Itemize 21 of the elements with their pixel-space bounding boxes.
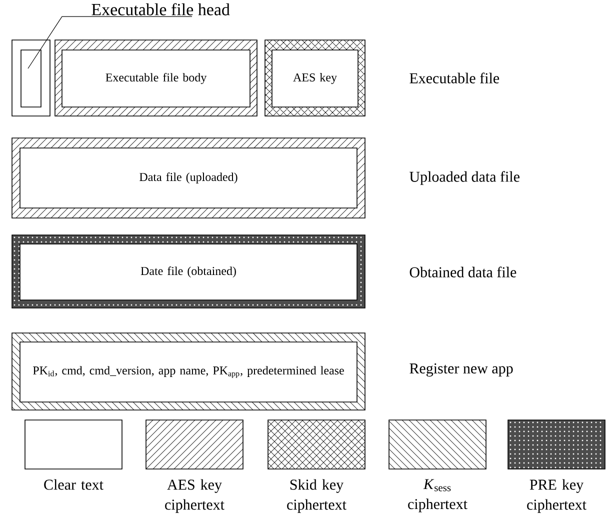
legend-text: Clear text	[44, 479, 104, 490]
content-box: Executable file body	[62, 50, 250, 108]
content-box: Data file (uploaded)	[20, 148, 358, 208]
hatched-frame	[12, 138, 366, 218]
leader-line	[28, 16, 192, 69]
crosshatched-frame	[264, 40, 366, 116]
legend-text: AES key ciphertext	[165, 479, 224, 513]
hatched-frame	[12, 332, 366, 410]
row-label: Executable file	[410, 72, 500, 84]
legend-text: K$_{sess}$ ciphertext	[408, 479, 468, 512]
row-label: Register new app	[410, 363, 513, 377]
row-label: Obtained data file	[410, 266, 516, 278]
hatched-frame	[54, 40, 258, 116]
legend-text: Skid key ciphertext	[287, 479, 346, 513]
content-box: Date file (obtained)	[20, 244, 358, 300]
content-box: AES key	[272, 50, 358, 108]
caption-text: Executable file head	[92, 3, 230, 16]
row-label: Uploaded data file	[410, 171, 520, 185]
legend-text: PRE key ciphertext	[527, 479, 586, 513]
inner-box	[20, 50, 42, 108]
content-box: PK$_{id}$, cmd, cmd_version, app name, PK$_{app}$, predetermined lease	[20, 342, 358, 402]
